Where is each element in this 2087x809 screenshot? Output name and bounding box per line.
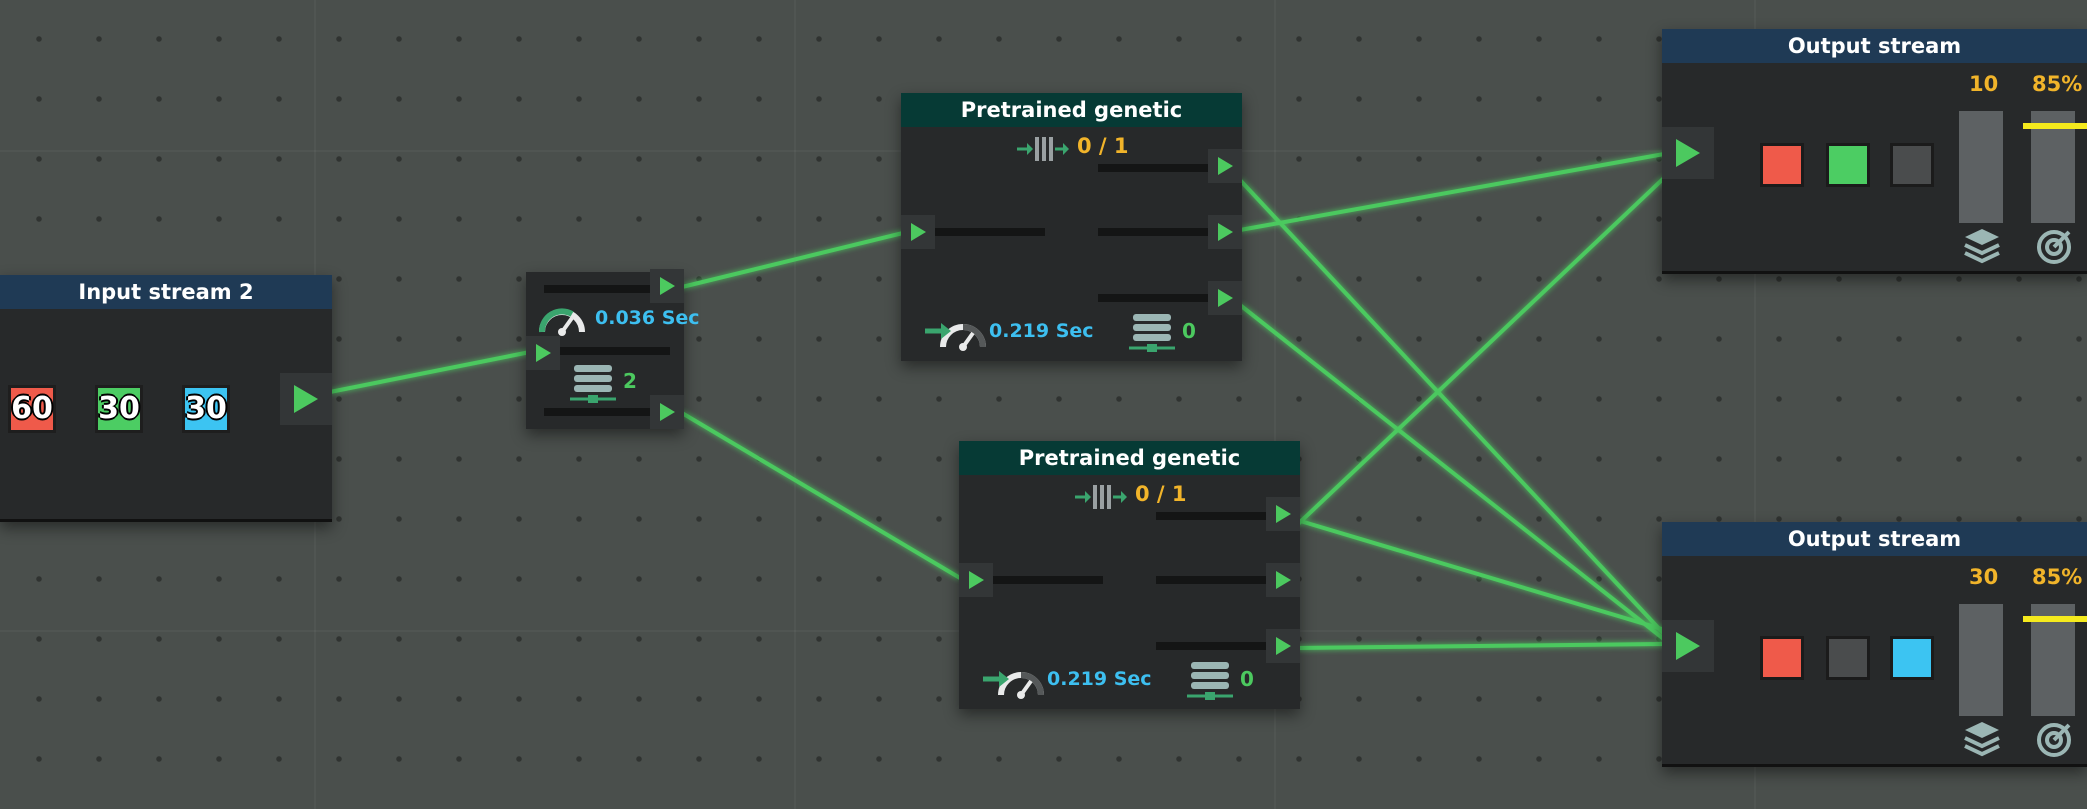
output-bottom-input-port[interactable] [1662, 620, 1714, 672]
play-port-icon [659, 403, 675, 421]
genetic-bottom-output-bar-1 [1156, 512, 1266, 520]
play-port-icon [1217, 223, 1233, 241]
play-port-icon [294, 385, 318, 413]
output-top-accuracy-meter [2031, 111, 2075, 223]
output-top-input-port[interactable] [1662, 127, 1714, 179]
output-stream-node-top[interactable]: Output stream 10 85% [1662, 29, 2087, 274]
play-port-icon [1676, 139, 1700, 167]
link-gbottom-a-to-output-top [1295, 176, 1666, 527]
output-bottom-accuracy-meter [2031, 604, 2075, 716]
splitter-time: 0.036 Sec [595, 307, 700, 329]
link-gbottom-c-to-output-bottom [1296, 642, 1666, 650]
play-port-icon [1217, 289, 1233, 307]
link-gbottom-b-to-output-bottom [1296, 518, 1666, 632]
splitter-node[interactable]: 0.036 Sec 2 [526, 269, 700, 429]
server-stack-icon [570, 365, 616, 403]
blue-count-badge: 30 [182, 385, 230, 433]
play-port-icon [659, 277, 675, 295]
play-port-icon [910, 223, 926, 241]
genetic-top-output-bar-3 [1098, 294, 1208, 302]
link-gtop-b-to-output-top [1239, 152, 1665, 232]
play-port-icon [1275, 571, 1291, 589]
genetic-bottom-time: 0.219 Sec [1047, 668, 1152, 690]
layers-icon [1964, 722, 2000, 757]
output-top-slot-green [1826, 143, 1870, 187]
output-bottom-slot-empty [1826, 636, 1870, 680]
layers-icon [1964, 229, 2000, 264]
red-count-badge: 60 [8, 385, 56, 433]
genetic-top-output-port-2[interactable] [1208, 215, 1242, 249]
output-bottom-layers-meter [1959, 604, 2003, 716]
genetic-top-input-bar [935, 228, 1045, 236]
splitter-output-port-2[interactable] [650, 395, 684, 429]
genetic-bottom-output-port-1[interactable] [1266, 497, 1300, 531]
genetic-node-bottom[interactable]: Pretrained genetic 0 / 1 0.219 Sec 0 [959, 441, 1300, 709]
speedometer-icon [983, 671, 1044, 699]
play-port-icon [1275, 637, 1291, 655]
genetic-bottom-input-bar [993, 576, 1103, 584]
speedometer-icon [925, 323, 986, 351]
genetic-bottom-output-port-2[interactable] [1266, 563, 1300, 597]
output-bottom-threshold-line [2023, 616, 2087, 622]
genetic-top-title: Pretrained genetic [901, 93, 1242, 127]
genetic-bottom-output-port-3[interactable] [1266, 629, 1300, 663]
throughput-icon [1017, 137, 1069, 161]
speedometer-icon [539, 308, 585, 336]
output-top-slot-red [1760, 143, 1804, 187]
server-stack-icon [1129, 314, 1175, 352]
link-splitter-to-genetic-bottom [680, 411, 962, 580]
genetic-top-output-port-3[interactable] [1208, 281, 1242, 315]
splitter-output-bar-2 [544, 408, 654, 416]
splitter-output-port-1[interactable] [650, 269, 684, 303]
genetic-bottom-output-bar-2 [1156, 576, 1266, 584]
link-input-to-splitter [329, 350, 531, 394]
play-port-icon [1275, 505, 1291, 523]
genetic-bottom-count: 0 [1240, 667, 1254, 691]
splitter-output-bar-1 [544, 285, 654, 293]
output-top-slot-empty [1890, 143, 1934, 187]
genetic-bottom-progress: 0 / 1 [1135, 482, 1187, 506]
link-splitter-to-genetic-top [681, 231, 904, 289]
genetic-top-time: 0.219 Sec [989, 320, 1094, 342]
output-top-layers-value: 10 [1969, 72, 1999, 96]
genetic-bottom-input-port[interactable] [959, 563, 993, 597]
output-bottom-slot-blue [1890, 636, 1934, 680]
genetic-bottom-output-bar-3 [1156, 642, 1266, 650]
output-bottom-slot-red [1760, 636, 1804, 680]
output-bottom-title: Output stream [1662, 522, 2087, 556]
genetic-top-output-port-1[interactable] [1208, 149, 1242, 183]
green-count-badge: 30 [95, 385, 143, 433]
target-icon [2037, 230, 2071, 264]
input-stream-output-port[interactable] [280, 373, 332, 425]
throughput-icon [1075, 485, 1127, 509]
genetic-top-input-port[interactable] [901, 215, 935, 249]
play-port-icon [1217, 157, 1233, 175]
genetic-top-output-bar-2 [1098, 228, 1208, 236]
output-top-accuracy-value: 85% [2032, 72, 2083, 96]
play-port-icon [1676, 632, 1700, 660]
output-top-layers-meter [1959, 111, 2003, 223]
genetic-top-count: 0 [1182, 319, 1196, 343]
play-port-icon [535, 344, 551, 362]
link-gtop-c-to-output-bottom [1238, 303, 1667, 642]
output-stream-node-bottom[interactable]: Output stream 30 85% [1662, 522, 2087, 767]
output-top-title: Output stream [1662, 29, 2087, 63]
splitter-count: 2 [623, 369, 637, 393]
server-stack-icon [1187, 662, 1233, 700]
genetic-bottom-title: Pretrained genetic [959, 441, 1300, 475]
output-bottom-layers-value: 30 [1969, 565, 1999, 589]
splitter-input-port[interactable] [526, 336, 560, 370]
input-stream-title: Input stream 2 [0, 275, 332, 309]
target-icon [2037, 723, 2071, 757]
splitter-input-bar [560, 347, 670, 355]
output-top-threshold-line [2023, 123, 2087, 129]
output-bottom-accuracy-value: 85% [2032, 565, 2083, 589]
play-port-icon [968, 571, 984, 589]
input-stream-node[interactable]: Input stream 2 60 30 30 [0, 275, 332, 522]
genetic-node-top[interactable]: Pretrained genetic 0 / 1 0.219 Sec 0 [901, 93, 1242, 361]
genetic-top-output-bar-1 [1098, 164, 1208, 172]
genetic-top-progress: 0 / 1 [1077, 134, 1129, 158]
link-gtop-a-to-output-bottom [1238, 178, 1667, 637]
